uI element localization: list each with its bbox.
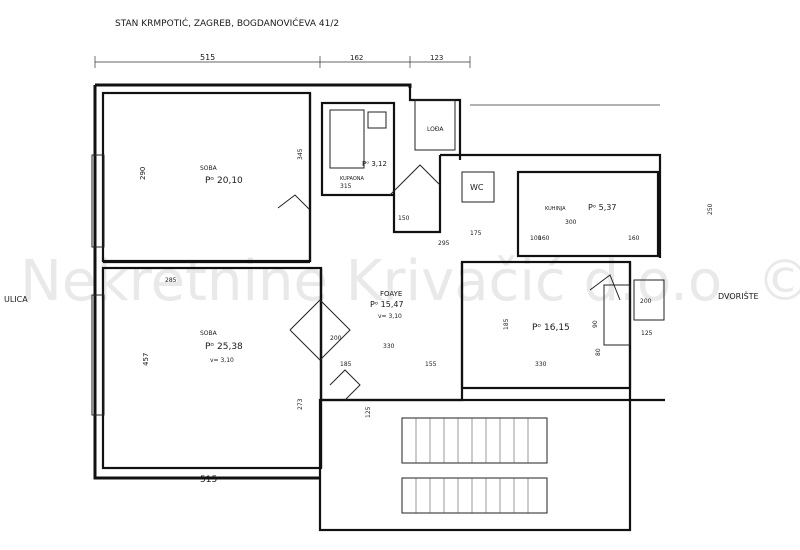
svg-text:150: 150	[398, 215, 410, 222]
svg-text:185: 185	[340, 361, 352, 368]
room-height: v= 3,10	[210, 357, 234, 364]
svg-text:200: 200	[330, 335, 342, 342]
room-area: Pᵒ 25,38	[205, 342, 243, 352]
svg-text:315: 315	[340, 183, 352, 190]
svg-text:160: 160	[538, 235, 550, 242]
svg-text:100: 100	[530, 235, 542, 242]
room-name: SOBA	[200, 165, 218, 172]
svg-text:80: 80	[595, 348, 602, 356]
svg-text:300: 300	[565, 219, 577, 226]
svg-text:200: 200	[640, 298, 652, 305]
room-area: Pᵒ 5,37	[588, 203, 617, 212]
room-soba-2: SOBA Pᵒ 25,38 v= 3,10	[200, 330, 243, 364]
room-area: Pᵒ 15,47	[370, 300, 404, 309]
room-name: LOĐA	[427, 126, 444, 133]
room-area: Pᵒ 3,12	[362, 160, 387, 168]
room-area: Pᵒ 16,15	[532, 323, 570, 333]
room-name: KUHINJA	[545, 206, 566, 212]
label-yard: DVORIŠTE	[718, 290, 759, 301]
room-soba-1: SOBA Pᵒ 20,10	[200, 165, 243, 186]
dimension-labels: 515 290 457 345 273 285 330 185 155 300 …	[139, 148, 714, 485]
door-swings	[277, 164, 621, 401]
svg-text:250: 250	[707, 203, 714, 215]
svg-text:160: 160	[628, 235, 640, 242]
svg-text:330: 330	[535, 361, 547, 368]
svg-text:285: 285	[165, 277, 177, 284]
room-kuhinja: KUHINJA Pᵒ 5,37	[545, 203, 617, 212]
svg-text:515: 515	[200, 475, 217, 485]
room-height: v= 3,10	[378, 313, 402, 320]
svg-text:155: 155	[425, 361, 437, 368]
room-area: Pᵒ 20,10	[205, 176, 243, 186]
svg-text:290: 290	[139, 167, 147, 180]
watermark: Nekretnine Krivačić d.o.o. ©	[20, 249, 800, 314]
dim-top-left: 515	[200, 53, 215, 62]
svg-text:90: 90	[592, 320, 599, 328]
svg-text:175: 175	[470, 230, 482, 237]
dim-top-mid: 162	[350, 54, 363, 62]
room-kupaona: KUPAONA Pᵒ 3,12	[340, 160, 387, 182]
room-4: Pᵒ 16,15	[532, 323, 570, 333]
room-name: SOBA	[200, 330, 218, 337]
svg-text:457: 457	[142, 353, 150, 366]
outer-walls	[91, 83, 665, 532]
svg-text:185: 185	[503, 318, 510, 330]
svg-text:273: 273	[297, 398, 304, 410]
label-street: ULICA	[4, 295, 28, 304]
svg-text:125: 125	[641, 330, 653, 337]
top-dimension-line	[94, 56, 471, 68]
svg-text:345: 345	[297, 148, 304, 160]
staircase	[415, 418, 529, 513]
room-foaye: FOAYE Pᵒ 15,47 v= 3,10	[370, 290, 404, 320]
room-name: KUPAONA	[340, 176, 365, 182]
svg-text:125: 125	[365, 406, 372, 418]
room-name: WC	[470, 183, 484, 192]
room-loda: LOĐA	[427, 126, 444, 133]
room-name: FOAYE	[380, 290, 402, 298]
svg-text:330: 330	[383, 343, 395, 350]
dim-top-right: 123	[430, 54, 443, 62]
room-wc: WC	[470, 183, 484, 192]
svg-text:295: 295	[438, 240, 450, 247]
plan-title: STAN KRMPOTIĆ, ZAGREB, BOGDANOVIĆEVA 41/…	[115, 17, 339, 29]
